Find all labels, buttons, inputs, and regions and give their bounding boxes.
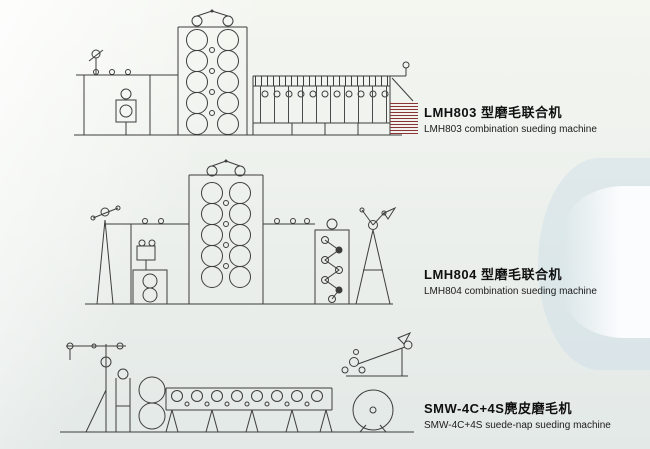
lmh803-title-en: LMH803 combination sueding machine: [424, 124, 597, 135]
lmh803-label-block: LMH803 型磨毛联合机 LMH803 combination sueding…: [424, 102, 639, 135]
smw4c4s-title-en: SMW-4C+4S suede-nap sueding machine: [424, 420, 611, 431]
lmh803-line-art: [74, 9, 418, 136]
lmh804-title-en: LMH804 combination sueding machine: [424, 286, 597, 297]
lmh804-label-block: LMH804 型磨毛联合机 LMH804 combination sueding…: [424, 264, 639, 297]
smw4c4s-line-art: [60, 331, 414, 433]
lmh804-line-art: [85, 159, 397, 305]
lmh804-machine-diagram: [85, 158, 400, 312]
smw4c4s-machine-diagram: [60, 330, 418, 440]
smw4c4s-title-zh: SMW-4C+4S麂皮磨毛机: [424, 401, 572, 416]
smw4c4s-label-block: SMW-4C+4S麂皮磨毛机 SMW-4C+4S suede-nap suedi…: [424, 398, 639, 431]
lmh803-machine-diagram: [72, 8, 420, 145]
lmh804-title-zh: LMH804 型磨毛联合机: [424, 267, 562, 282]
lmh803-title-zh: LMH803 型磨毛联合机: [424, 105, 562, 120]
background-band-decoration: [564, 186, 650, 338]
